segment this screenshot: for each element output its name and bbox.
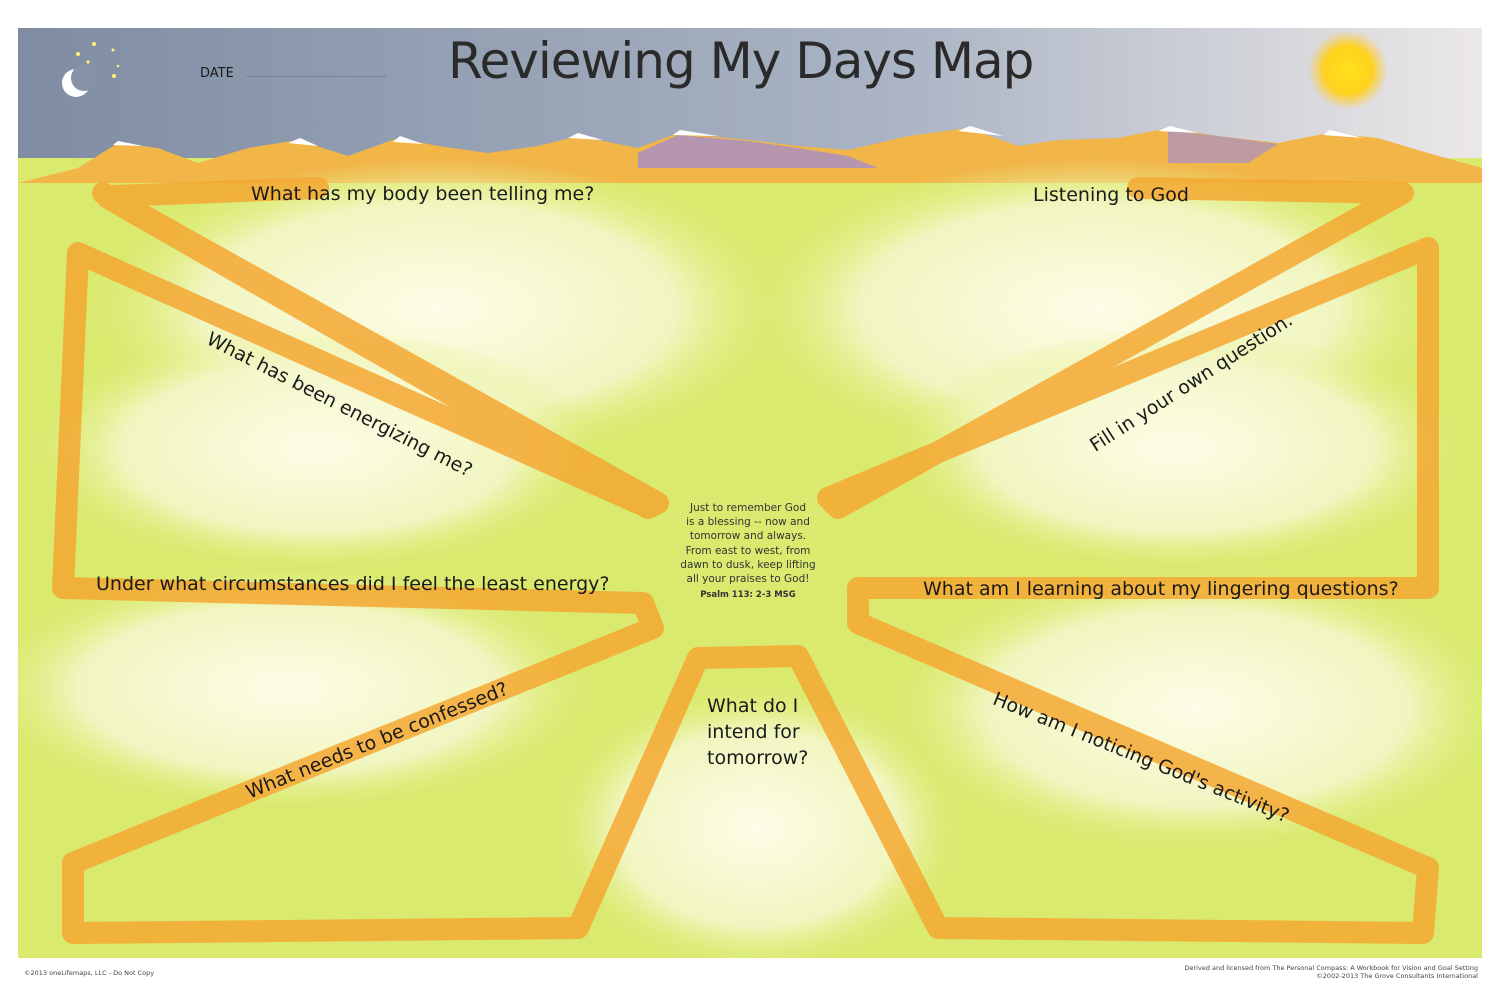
question-intend: What do I intend for tomorrow?: [707, 693, 808, 771]
poster: DATE Reviewing My Days Map What has my b…: [18, 28, 1482, 958]
psalm-line: tomorrow and always.: [689, 530, 807, 543]
date-label: DATE: [200, 66, 234, 81]
question-lingering: What am I learning about my lingering qu…: [923, 578, 1399, 600]
psalm-line: all your praises to God!: [686, 573, 810, 586]
stars-icon: [76, 42, 120, 78]
sun-icon: [1308, 30, 1388, 110]
question-listening: Listening to God: [1033, 184, 1189, 206]
copyright-right: Derived and licensed from The Personal C…: [1184, 964, 1478, 980]
copyright-left: ©2013 oneLifemaps, LLC - Do Not Copy: [24, 969, 155, 977]
map-artwork: [18, 28, 1482, 958]
psalm-line: dawn to dusk, keep lifting: [680, 558, 816, 571]
question-body: What has my body been telling me?: [251, 183, 595, 205]
psalm-quote: Just to remember God is a blessing -- no…: [673, 501, 823, 602]
copyright-right-line: Derived and licensed from The Personal C…: [1184, 964, 1478, 972]
journey-path: [52, 177, 1439, 944]
date-field[interactable]: [246, 76, 386, 77]
page-title: Reviewing My Days Map: [448, 32, 1034, 90]
question-least-energy: Under what circumstances did I feel the …: [96, 573, 610, 595]
question-intend-line: intend for: [707, 721, 800, 743]
moon-icon: [62, 65, 97, 97]
psalm-line: is a blessing -- now and: [686, 516, 810, 529]
psalm-line: Just to remember God: [689, 502, 807, 514]
copyright-right-line: ©2002-2013 The Grove Consultants Interna…: [1316, 972, 1478, 980]
psalm-line: From east to west, from: [685, 544, 811, 557]
question-intend-line: What do I: [707, 695, 799, 717]
psalm-reference: Psalm 113: 2-3 MSG: [700, 590, 796, 601]
question-intend-line: tomorrow?: [707, 747, 809, 769]
